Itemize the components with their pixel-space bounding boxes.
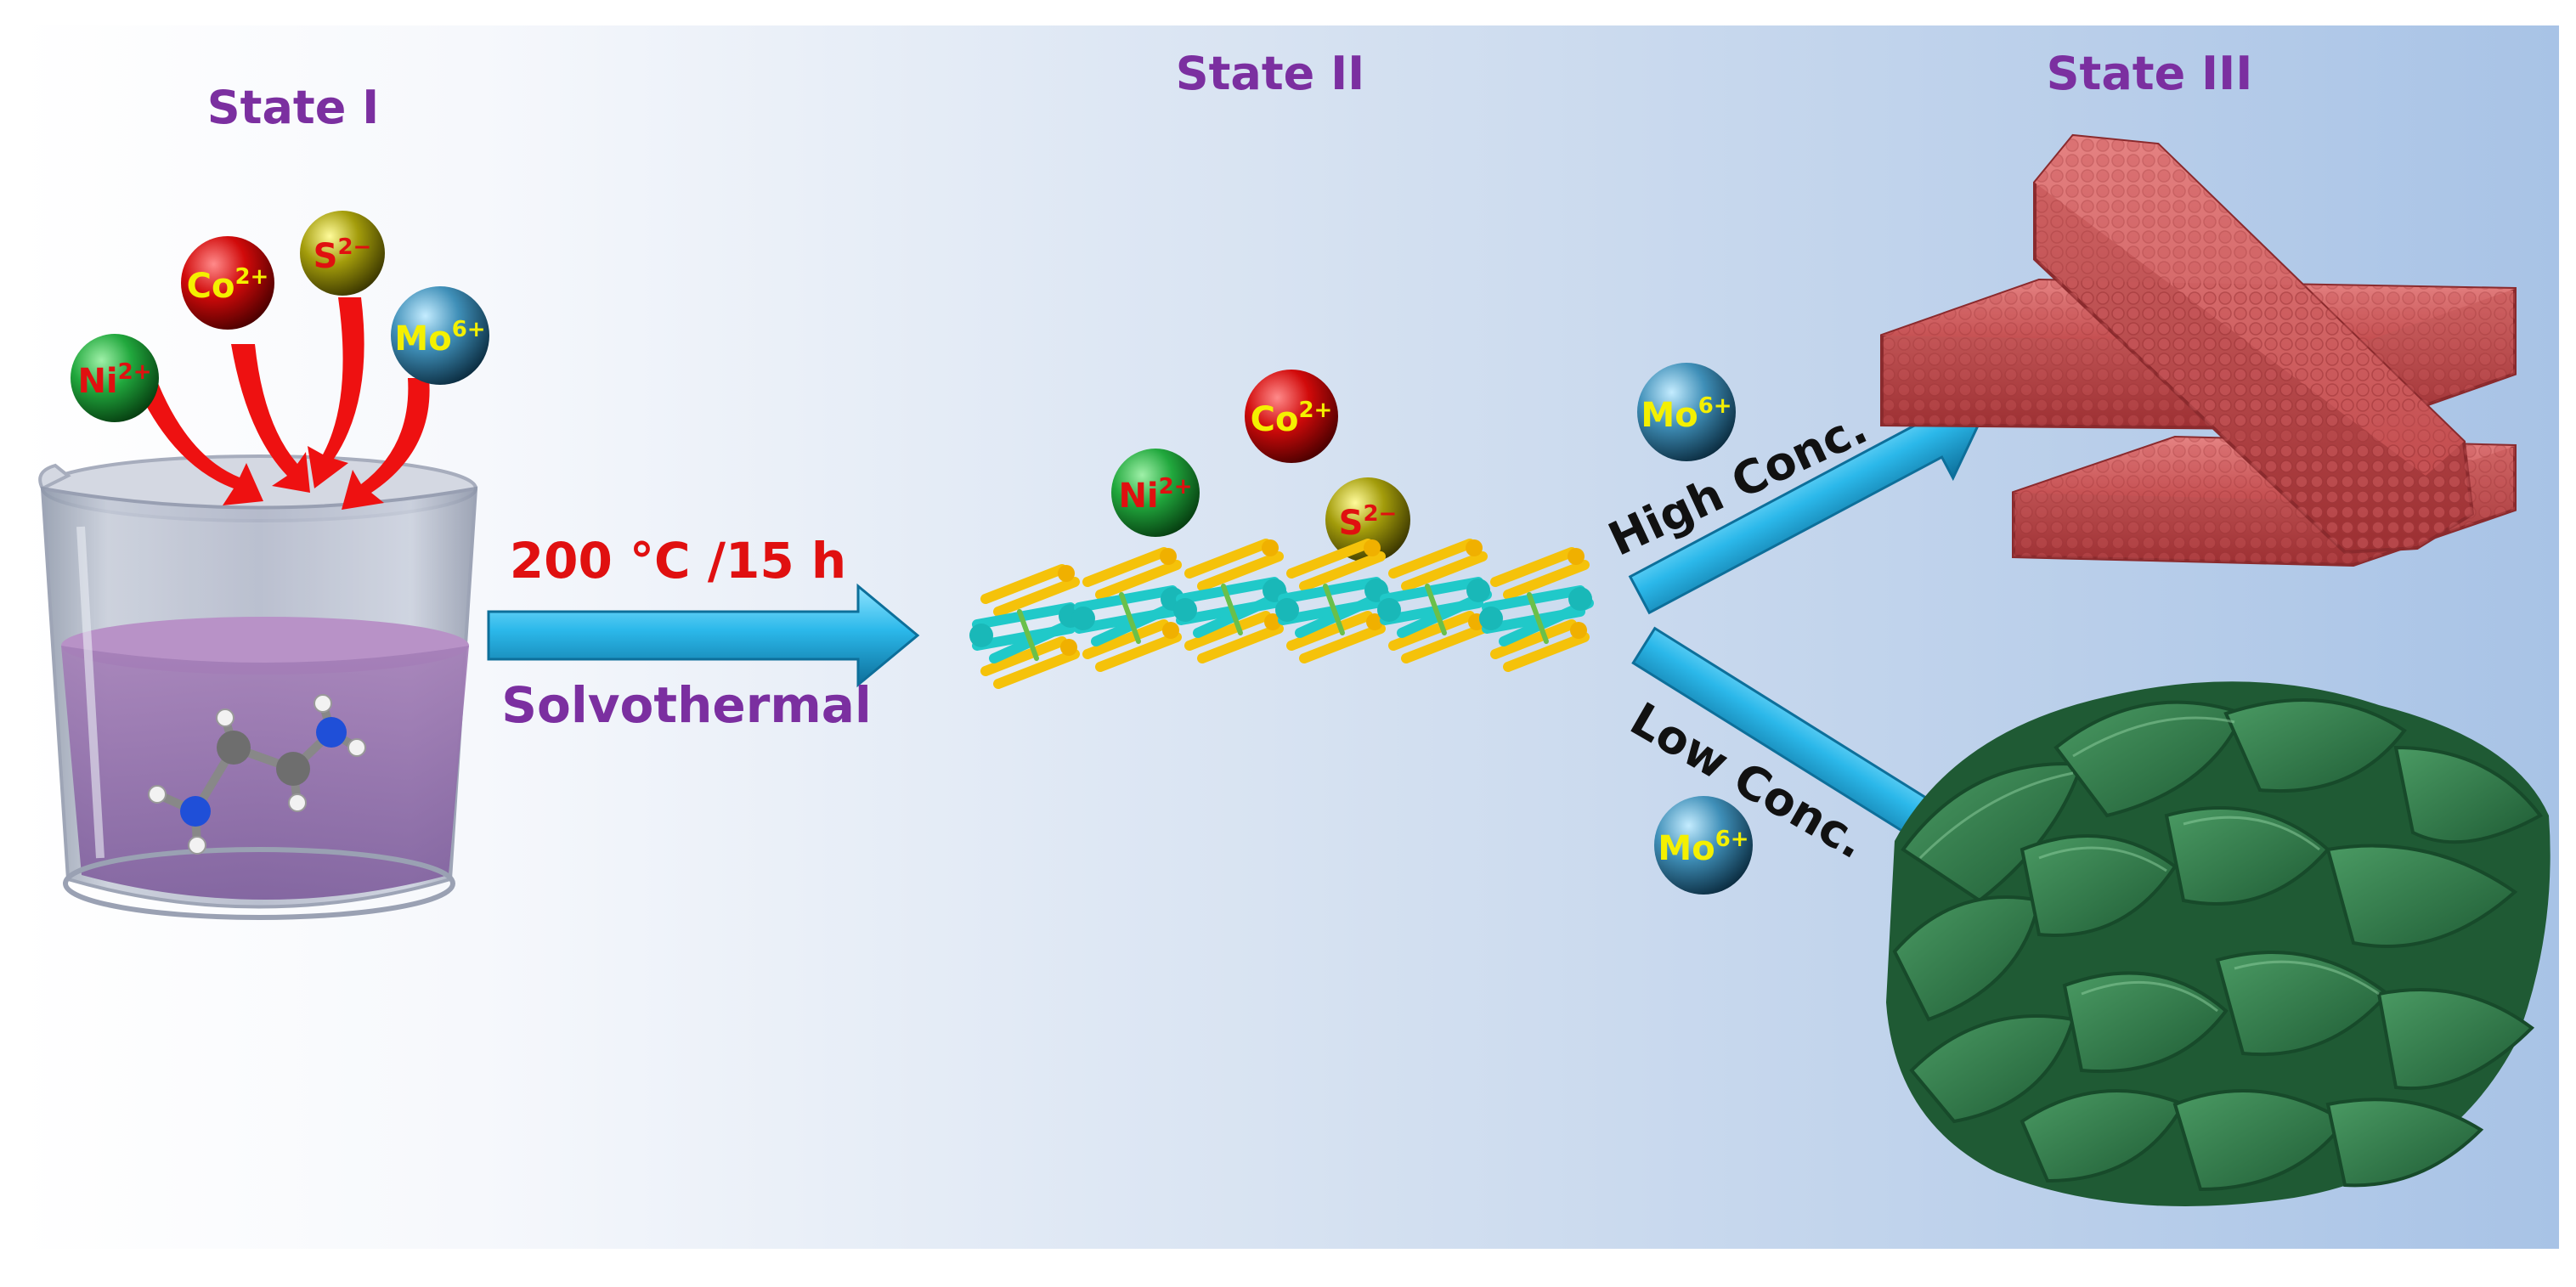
ion-addition-arrows — [127, 297, 430, 510]
svg-text:S2−: S2− — [1339, 501, 1398, 543]
svg-text:Mo6+: Mo6+ — [1641, 393, 1731, 435]
state-2-label: State II — [1176, 47, 1365, 100]
nanorod-structure — [1880, 133, 2517, 567]
svg-text:S2−: S2− — [314, 234, 372, 276]
ni-ion-sphere-state1: Ni2+ — [71, 334, 159, 422]
svg-text:Co2+: Co2+ — [187, 264, 269, 306]
ethylenediamine-molecule-icon — [148, 694, 366, 855]
reaction-condition-label: 200 °C /15 h — [510, 532, 846, 590]
mo-ion-sphere-low: Mo6+ — [1654, 796, 1753, 895]
process-method-label: Solvothermal — [501, 676, 872, 734]
mo-ion-sphere-state1: Mo6+ — [391, 286, 489, 385]
mo-ion-sphere-high: Mo6+ — [1637, 363, 1736, 461]
s-ion-sphere-state1: S2− — [300, 211, 385, 296]
nanosheet-structure — [1886, 681, 2551, 1206]
solvothermal-arrow — [487, 583, 920, 688]
co-ion-sphere-state1: Co2+ — [181, 236, 274, 330]
s-ion-sphere-state2: S2− — [1325, 477, 1410, 562]
svg-text:Mo6+: Mo6+ — [394, 317, 485, 358]
svg-text:Mo6+: Mo6+ — [1658, 827, 1748, 868]
state-3-label: State III — [2047, 47, 2253, 100]
state-1-label: State I — [207, 81, 379, 134]
beaker-icon — [38, 454, 478, 920]
co-ion-sphere-state2: Co2+ — [1245, 370, 1338, 463]
layered-crystal-structure — [969, 564, 1084, 689]
svg-text:Ni2+: Ni2+ — [77, 359, 151, 401]
ni-ion-sphere-state2: Ni2+ — [1111, 449, 1200, 537]
svg-text:Co2+: Co2+ — [1251, 398, 1333, 439]
svg-text:Ni2+: Ni2+ — [1118, 474, 1192, 516]
